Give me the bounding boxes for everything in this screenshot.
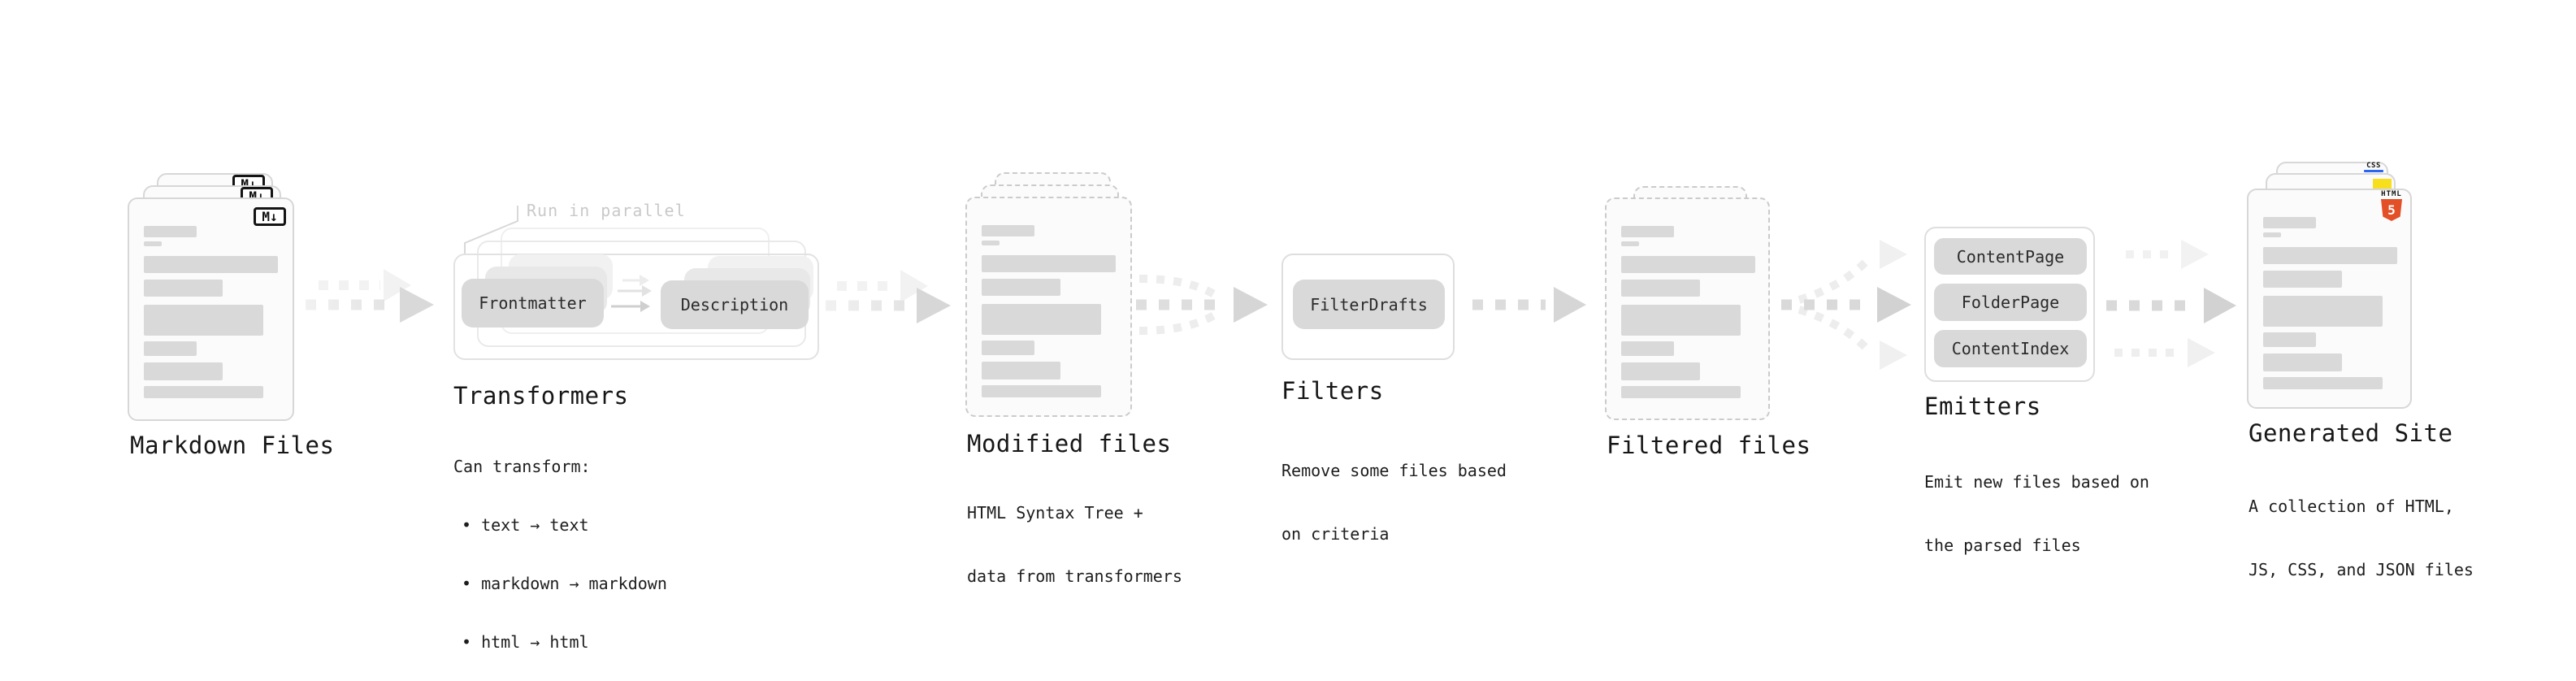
placeholder-text-bar — [1621, 341, 1674, 356]
filtered-files-label: Filtered files — [1607, 432, 1811, 459]
caption-line: Remove some files based — [1281, 461, 1507, 480]
caption-line: on criteria — [1281, 524, 1390, 544]
run-in-parallel-note: Run in parallel — [527, 201, 686, 220]
html5-icon: HTML 5 — [2378, 191, 2405, 221]
html-file-card — [2247, 189, 2412, 409]
arrow-modified-to-filters-converge — [1136, 275, 1268, 335]
placeholder-text-bar — [144, 226, 197, 237]
placeholder-text-bar — [1621, 241, 1639, 246]
placeholder-text-bar — [1621, 226, 1674, 237]
caption-line: the parsed files — [1924, 536, 2081, 555]
placeholder-text-bar — [2263, 296, 2383, 327]
caption-line: A collection of HTML, — [2249, 497, 2454, 516]
transformers-caption: Can transform: • text → text • markdown … — [453, 418, 667, 681]
js-icon — [2373, 179, 2392, 189]
placeholder-text-bar — [144, 280, 223, 297]
placeholder-text-bar — [1621, 305, 1741, 336]
filters-caption: Remove some files based on criteria — [1281, 418, 1507, 587]
filterdrafts-pill: FilterDrafts — [1293, 280, 1445, 329]
placeholder-text-bar — [1621, 256, 1755, 273]
placeholder-text-bar — [982, 225, 1034, 236]
arrows-emitters-to-generated — [2106, 240, 2236, 367]
placeholder-text-bar — [2263, 247, 2397, 264]
markdown-file-card — [128, 197, 294, 421]
placeholder-text-bar — [144, 386, 263, 398]
css-icon-label: CSS — [2366, 162, 2381, 170]
generated-site-label: Generated Site — [2249, 419, 2453, 447]
placeholder-text-bar — [2263, 271, 2342, 288]
placeholder-text-bar — [1621, 362, 1700, 380]
markdown-icon: M↓ — [254, 207, 286, 226]
placeholder-text-bar — [144, 362, 223, 380]
contentindex-pill: ContentIndex — [1934, 330, 2087, 367]
placeholder-text-bar — [144, 305, 263, 336]
caption-line: HTML Syntax Tree + — [967, 503, 1143, 523]
caption-bullet: • markdown → markdown — [462, 574, 667, 593]
placeholder-text-bar — [2263, 232, 2281, 237]
arrow-filtered-to-emitters-diverge — [1781, 240, 1911, 370]
markdown-files-label: Markdown Files — [130, 432, 335, 459]
emitters-label: Emitters — [1924, 393, 2041, 420]
filters-label: Filters — [1281, 377, 1384, 405]
placeholder-text-bar — [2263, 354, 2342, 371]
placeholder-text-bar — [2263, 377, 2383, 389]
placeholder-text-bar — [982, 241, 1000, 245]
placeholder-text-bar — [144, 241, 162, 246]
placeholder-text-bar — [144, 256, 278, 273]
transformers-label: Transformers — [453, 382, 629, 410]
modified-file-card — [965, 197, 1132, 417]
caption-bullet: • text → text — [462, 515, 589, 535]
caption-bullet: • html → html — [462, 632, 589, 652]
placeholder-text-bar — [982, 340, 1034, 355]
frontmatter-pill: Frontmatter — [462, 279, 604, 327]
placeholder-text-bar — [982, 362, 1060, 380]
placeholder-text-bar — [982, 304, 1101, 335]
placeholder-text-bar — [1621, 280, 1700, 297]
html5-icon-shield: 5 — [2381, 199, 2402, 221]
placeholder-text-bar — [144, 341, 197, 356]
css-icon: CSS — [2364, 163, 2383, 172]
placeholder-text-bar — [2263, 332, 2316, 347]
emitters-caption: Emit new files based on the parsed files — [1924, 429, 2149, 598]
modified-files-caption: HTML Syntax Tree + data from transformer… — [967, 460, 1182, 629]
contentpage-pill: ContentPage — [1934, 238, 2087, 275]
modified-files-label: Modified files — [967, 430, 1172, 458]
placeholder-text-bar — [982, 385, 1101, 397]
placeholder-text-bar — [982, 279, 1060, 296]
caption-line: data from transformers — [967, 566, 1182, 586]
css-icon-underline — [2364, 170, 2383, 172]
filtered-file-card — [1605, 197, 1770, 420]
arrow-filters-to-filtered — [1472, 287, 1586, 323]
arrow-transformers-to-modified — [826, 270, 951, 323]
html5-icon-number: 5 — [2387, 202, 2396, 218]
placeholder-text-bar — [1621, 386, 1741, 398]
generated-site-caption: A collection of HTML, JS, CSS, and JSON … — [2249, 453, 2474, 622]
html5-icon-label: HTML — [2381, 190, 2402, 198]
caption-line: Emit new files based on — [1924, 472, 2149, 492]
folderpage-pill: FolderPage — [1934, 284, 2087, 321]
placeholder-text-bar — [982, 255, 1116, 272]
arrow-markdown-to-transformers — [306, 269, 434, 323]
caption-line: JS, CSS, and JSON files — [2249, 560, 2474, 579]
caption-line: Can transform: — [453, 457, 591, 476]
placeholder-text-bar — [2263, 217, 2316, 228]
description-pill: Description — [661, 280, 809, 329]
transformer-frame — [453, 254, 819, 360]
